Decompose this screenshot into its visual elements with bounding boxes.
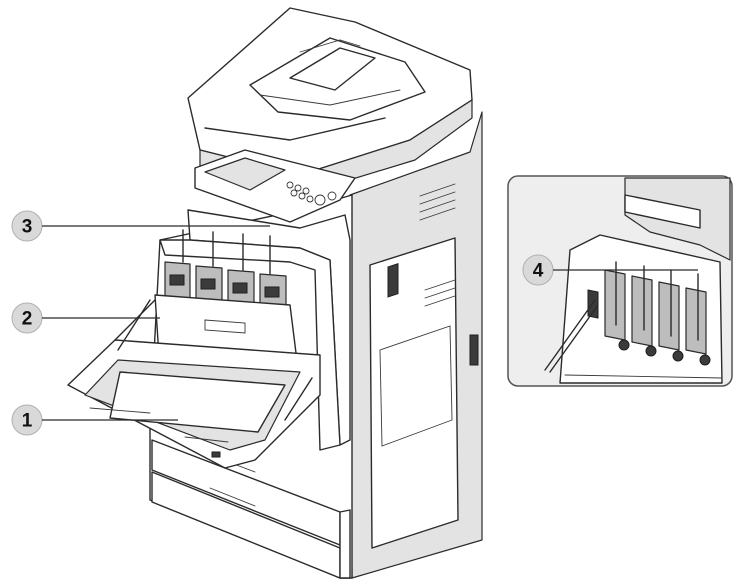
- keypad: [286, 181, 337, 206]
- callout-3: 3: [11, 210, 270, 242]
- inset-detail: [507, 175, 733, 387]
- callout-4-label: 4: [533, 261, 544, 282]
- printer-illustration: [67, 7, 483, 579]
- callout-3-label: 3: [22, 217, 33, 238]
- callout-1-label: 1: [22, 411, 33, 432]
- imaging-units: [604, 261, 711, 366]
- callout-1: 1: [11, 404, 178, 436]
- callout-4: 4: [522, 254, 698, 286]
- callout-2-label: 2: [22, 309, 33, 330]
- callout-2: 2: [11, 302, 160, 334]
